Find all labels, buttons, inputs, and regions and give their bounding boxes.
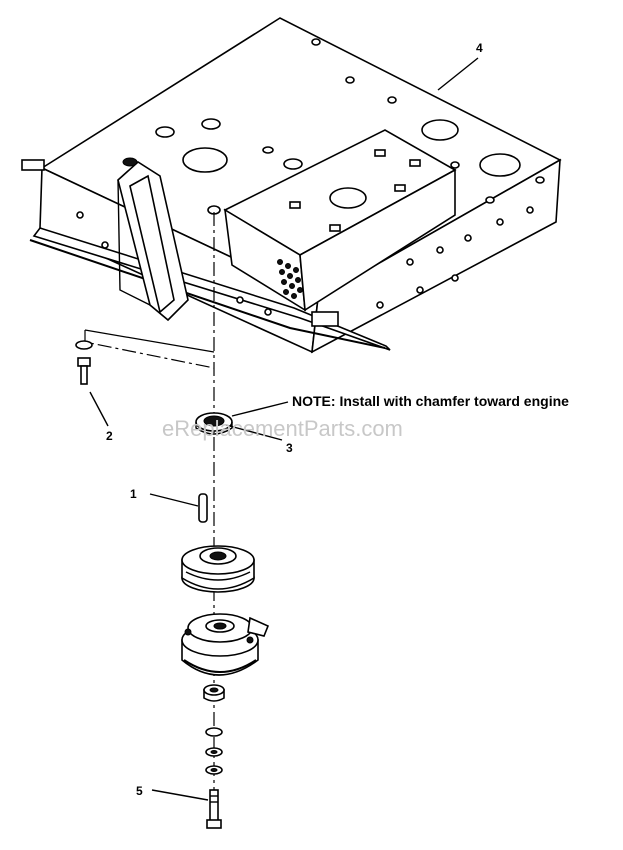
washer-stack — [205, 727, 223, 775]
callout-2: 2 — [106, 429, 113, 443]
clutch — [181, 613, 270, 676]
belt-shield — [223, 129, 457, 312]
washer-part-3 — [195, 412, 233, 435]
callout-4: 4 — [476, 41, 483, 55]
key-part-1 — [198, 493, 208, 523]
callout-1: 1 — [130, 487, 137, 501]
bracket-arm — [117, 157, 189, 322]
callout-3: 3 — [286, 441, 293, 455]
leader-lines — [89, 57, 479, 801]
callout-5: 5 — [136, 784, 143, 798]
vent-pattern — [277, 259, 303, 299]
watermark: eReplacementParts.com — [162, 416, 403, 441]
spacer — [203, 684, 225, 702]
pulley — [181, 545, 255, 593]
bolt-washer-part-2 — [75, 340, 93, 385]
install-note: NOTE: Install with chamfer toward engine — [292, 393, 569, 409]
bolt-part-5 — [206, 789, 222, 829]
